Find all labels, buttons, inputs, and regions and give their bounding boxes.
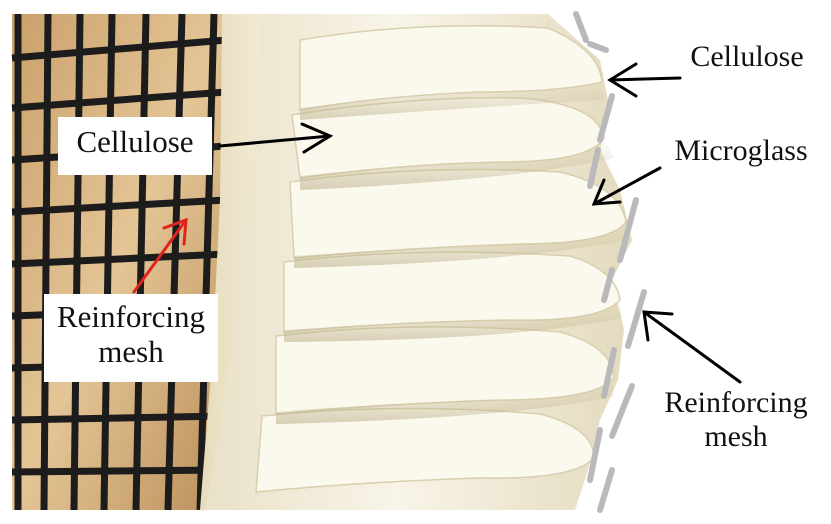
arrow-microglass xyxy=(592,166,662,206)
annotation-arrows xyxy=(218,62,742,384)
arrow-reinforcing-right xyxy=(642,310,742,384)
label-reinforcing-left-line1: Reinforcing xyxy=(56,299,206,334)
label-cellulose-left-text: Cellulose xyxy=(76,124,194,159)
pleat-pack xyxy=(205,14,632,510)
gray-mesh xyxy=(573,11,647,513)
label-cellulose-right-text: Cellulose xyxy=(690,40,804,73)
black-mesh xyxy=(11,13,227,511)
label-microglass-text: Microglass xyxy=(674,134,808,167)
label-cellulose-right: Cellulose xyxy=(672,40,822,74)
label-reinforcing-right-line1: Reinforcing xyxy=(664,386,808,419)
arrow-cellulose-left xyxy=(218,134,332,148)
label-cellulose-left: Cellulose xyxy=(58,117,212,175)
label-reinforcing-right: Reinforcing mesh xyxy=(648,386,824,453)
label-reinforcing-left-line2: mesh xyxy=(98,333,164,369)
arrow-reinforcing-left xyxy=(132,217,188,294)
arrow-cellulose-right xyxy=(608,76,682,82)
label-microglass: Microglass xyxy=(656,134,826,168)
label-reinforcing-right-line2: mesh xyxy=(704,419,768,453)
label-reinforcing-left: Reinforcing mesh xyxy=(44,294,218,382)
